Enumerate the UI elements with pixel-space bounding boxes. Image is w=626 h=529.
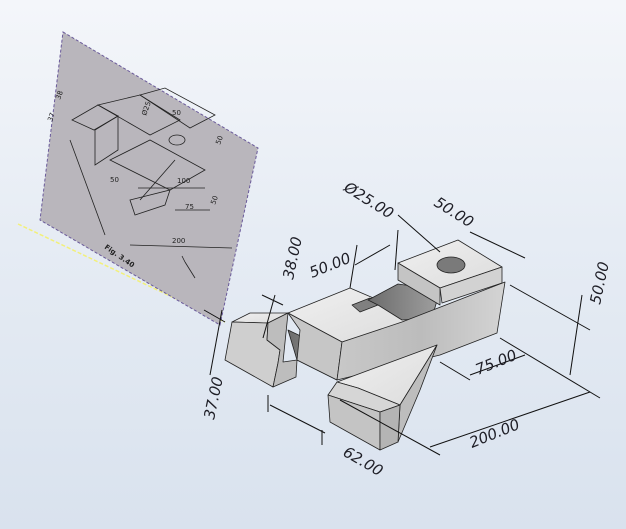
- hole-feature[interactable]: [436, 256, 466, 274]
- sheet-label: 38: [54, 90, 65, 101]
- sheet-label: 100: [177, 177, 190, 185]
- dimension-rib-offset[interactable]: 75.00: [473, 346, 520, 379]
- sheet-label: 50: [214, 135, 225, 146]
- sheet-label: 200: [172, 237, 185, 245]
- dimension-lines: [203, 214, 601, 456]
- sheet-label: 50: [209, 195, 220, 206]
- dimension-hole-diameter[interactable]: Ø25.00: [340, 178, 397, 223]
- sheet-label: 37: [46, 112, 57, 123]
- work-axis-line: [17, 223, 226, 323]
- dimension-length[interactable]: 200.00: [467, 415, 522, 451]
- dimension-step-height[interactable]: 38.00: [279, 235, 306, 281]
- dimension-overall-height[interactable]: 50.00: [586, 260, 613, 306]
- sheet-label: 50: [172, 109, 181, 117]
- sheet-label: 50: [110, 176, 119, 184]
- sketch-linework: [69, 87, 233, 279]
- dimension-slot-width[interactable]: 50.00: [307, 249, 354, 282]
- 3d-part-model[interactable]: [224, 239, 506, 451]
- dimension-top-width[interactable]: 50.00: [431, 193, 477, 231]
- sheet-label: 75: [185, 203, 194, 211]
- reference-drawing-sheet[interactable]: 38 37 50 Ø25 50 100 75 50 200 50 Fig. 3.…: [39, 31, 259, 326]
- dimension-base-height[interactable]: 37.00: [200, 375, 227, 421]
